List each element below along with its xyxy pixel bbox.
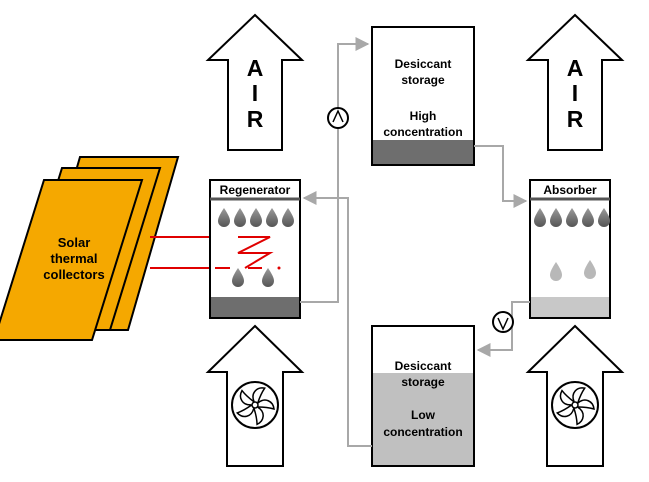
storage-low-liquid [372,373,474,466]
storage-low-line1: Desiccant [395,359,452,373]
absorber-liquid [530,297,610,318]
fan-arrow-left [205,324,305,467]
storage-high-line3: High [410,109,437,123]
air-letter-i-right: I [572,80,578,106]
storage-high-line1: Desiccant [395,57,452,71]
air-letter-a-right: A [567,55,584,81]
solar-label-line1: Solar [58,235,91,250]
air-letter-r-right: R [567,106,584,132]
solar-label-line3: collectors [43,267,104,282]
fan-icon-left [231,381,279,429]
air-letter-a-left: A [247,55,264,81]
storage-high-line4: concentration [383,125,462,139]
storage-low-line4: concentration [383,425,462,439]
storage-low-concentration: Desiccant storage Low concentration [371,325,475,467]
air-letter-r-left: R [247,106,264,132]
solar-collectors: Solar thermal collectors [0,156,180,341]
regenerator-heating-coil [237,236,274,269]
collector-panel-front [0,179,144,341]
storage-high-liquid [372,140,474,165]
pump-icon-right [492,311,514,333]
fan-arrow-right [525,324,625,467]
pump-icon-left [327,107,349,129]
pipe-regenerator-to-high-storage [300,37,370,303]
absorber: Absorber [529,179,611,319]
absorber-title: Absorber [543,183,597,197]
storage-low-line2: storage [401,375,445,389]
solar-label-line2: thermal [51,251,98,266]
regenerator-liquid [210,297,300,318]
storage-high-line2: storage [401,73,445,87]
pipe-low-storage-to-regenerator [302,191,372,447]
air-letter-i-left: I [252,80,258,106]
pipe-high-storage-to-absorber [474,145,528,208]
air-arrow-right: A I R [525,13,625,151]
air-arrow-left: A I R [205,13,305,151]
regenerator-title: Regenerator [220,183,291,197]
fan-icon-right [551,381,599,429]
regenerator: Regenerator [209,179,301,319]
storage-high-concentration: Desiccant storage High concentration [371,26,475,166]
storage-low-line3: Low [411,408,436,422]
